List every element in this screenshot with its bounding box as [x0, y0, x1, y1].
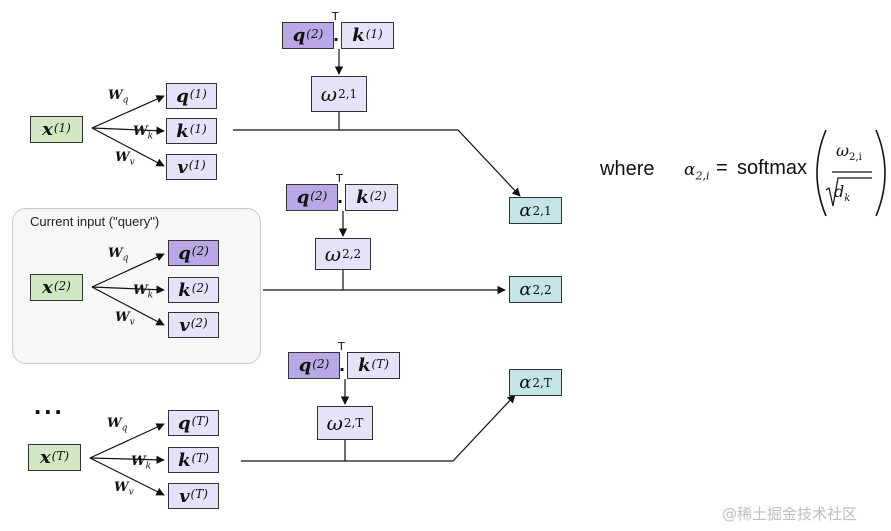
arrow-x2-k2 — [91, 285, 165, 294]
dot-key-kT-rowT: k(T) — [347, 352, 400, 379]
query-q1-box: q(1) — [166, 83, 217, 109]
dot-key-k1-row1: k(1) — [341, 22, 394, 49]
weight-label-k-row2: Wk — [133, 283, 154, 301]
query-q2-box: q(2) — [168, 240, 219, 266]
formula-alpha: α2,i — [684, 160, 710, 183]
dot-query-q2-rowT: q(2) — [288, 352, 340, 379]
arrow-x2-q2 — [91, 253, 165, 288]
weight-label-v-row1: Wv — [115, 150, 135, 168]
arrow-omegaT-alphaT — [241, 394, 516, 462]
arrow-xT-vT — [89, 457, 165, 496]
formula-numerator: ω2,i — [836, 141, 862, 164]
arrow-omega1-alpha1 — [233, 129, 521, 197]
arrow-xT-qT — [89, 423, 165, 459]
value-v2-box: v(2) — [168, 312, 219, 338]
arrow-x1-k1 — [91, 126, 165, 135]
weight-label-k-rowT: Wk — [131, 454, 152, 472]
formula-where: where — [600, 158, 655, 180]
arrow-xT-kT — [89, 455, 165, 464]
formula-denominator: dk — [834, 182, 851, 205]
dot-symbol-rowT: . — [339, 356, 346, 375]
formula-graphic — [816, 129, 886, 217]
weight-label-v-rowT: Wv — [114, 480, 134, 498]
key-k1-box: k(1) — [166, 118, 217, 144]
dot-symbol-row2: . — [337, 188, 344, 207]
weight-label-q-row2: Wq — [108, 246, 129, 264]
arrow-x2-v2 — [91, 286, 165, 326]
value-vT-box: v(T) — [168, 483, 219, 509]
dot-query-q2-row2: q(2) — [286, 184, 338, 211]
input-x2-box: x(2) — [30, 274, 83, 301]
input-x1-box: x(1) — [30, 116, 83, 143]
weight-label-q-row1: Wq — [108, 88, 129, 106]
input-xT-box: x(T) — [28, 444, 81, 471]
weight-label-q-rowT: Wq — [107, 416, 128, 434]
dot-symbol-row1: . — [333, 26, 340, 45]
dot-query-q2-row1: q(2) — [282, 22, 334, 49]
transpose-symbol-row2: T — [336, 172, 343, 185]
weight-label-k-row1: Wk — [133, 124, 154, 142]
watermark: @稀土掘金技术社区 — [722, 505, 858, 523]
transpose-symbol-row1: T — [332, 10, 339, 23]
dot-key-k2-row2: k(2) — [345, 184, 398, 211]
key-k2-box: k(2) — [168, 277, 219, 303]
ellipsis: ... — [34, 390, 65, 420]
arrow-x1-v1 — [91, 127, 165, 167]
arrow-x1-q1 — [91, 95, 165, 129]
formula-equals: = — [716, 157, 728, 179]
formula-softmax: softmax — [737, 157, 808, 179]
query-panel-label: Current input ("query") — [30, 214, 160, 229]
value-v1-box: v(1) — [166, 154, 217, 180]
transpose-symbol-rowT: T — [338, 340, 345, 353]
weight-label-v-row2: Wv — [115, 310, 135, 328]
softmax-formula: where α2,i = softmax ω2,i dk — [600, 128, 890, 218]
query-qT-box: q(T) — [168, 410, 219, 436]
key-kT-box: k(T) — [168, 447, 219, 473]
